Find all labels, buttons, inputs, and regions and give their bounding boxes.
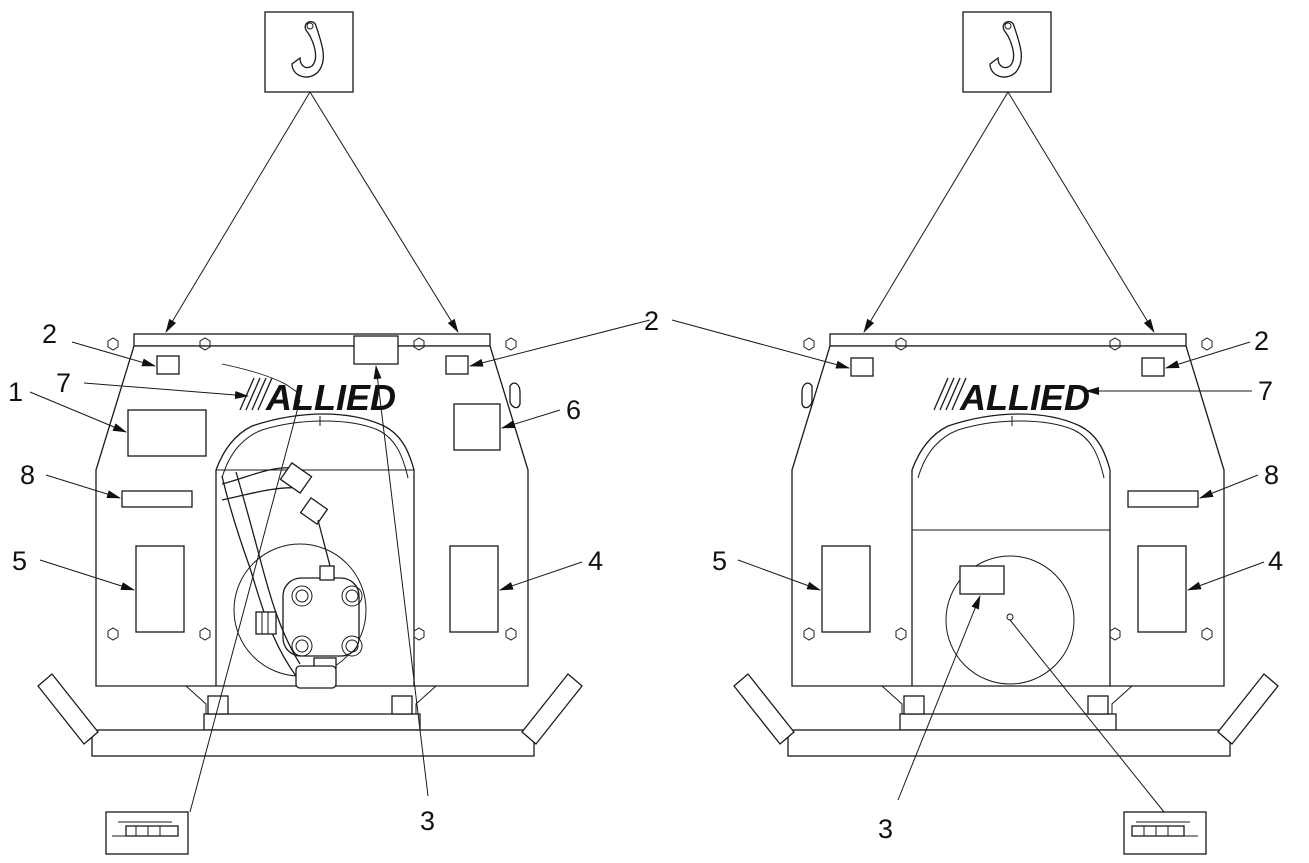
decal-3	[353, 335, 399, 365]
callout-1-left: 1	[8, 377, 23, 407]
decal-4r	[1137, 545, 1187, 633]
callout-5-left: 5	[12, 546, 27, 576]
callout-7-left: 7	[56, 368, 71, 398]
callout-2-right: 2	[1254, 326, 1269, 356]
callout-2-left-b: 2	[644, 306, 659, 336]
decal-2c	[850, 357, 874, 377]
decal-2b	[445, 355, 469, 375]
decal-6	[453, 403, 501, 451]
svg-text:ALLIED: ALLIED	[265, 377, 396, 418]
callout-4-left: 4	[588, 546, 603, 576]
decal-8r	[1127, 490, 1199, 508]
callout-2-left-a: 2	[42, 319, 57, 349]
lift-line-left	[165, 91, 311, 333]
callout-3-right: 3	[878, 814, 893, 844]
lift-line-right	[309, 91, 459, 333]
callout-4-right: 4	[1268, 546, 1283, 576]
decal-2a	[156, 355, 180, 375]
decal-5	[135, 545, 185, 633]
callout-3-left: 3	[420, 806, 435, 836]
machine-housing-left: ALLIED	[37, 333, 583, 757]
left-view: ALLIED	[8, 11, 659, 855]
callout-5-right: 5	[712, 546, 727, 576]
allied-logo: ALLIED	[239, 377, 396, 418]
allied-logo: ALLIED	[933, 377, 1090, 418]
svg-text:ALLIED: ALLIED	[959, 377, 1090, 418]
machine-housing-right: ALLIED	[733, 333, 1279, 757]
hydraulic-motor	[221, 363, 367, 689]
callout-7-right: 7	[1258, 376, 1273, 406]
decal-1	[127, 409, 207, 457]
decal-5r	[821, 545, 871, 633]
callout-8-right: 8	[1264, 460, 1279, 490]
grease-gun-icon	[1123, 811, 1207, 855]
decal-8	[121, 490, 193, 508]
decal-3r	[959, 565, 1005, 595]
right-view: ALLIED 2 7 8 5 4	[671, 11, 1283, 855]
lifting-hook-icon	[264, 11, 354, 93]
callout-6-left: 6	[566, 395, 581, 425]
decal-2d	[1141, 357, 1165, 377]
decal-4	[449, 545, 499, 633]
lifting-hook-icon	[962, 11, 1052, 93]
callout-8-left: 8	[20, 460, 35, 490]
grease-gun-icon	[105, 811, 189, 855]
